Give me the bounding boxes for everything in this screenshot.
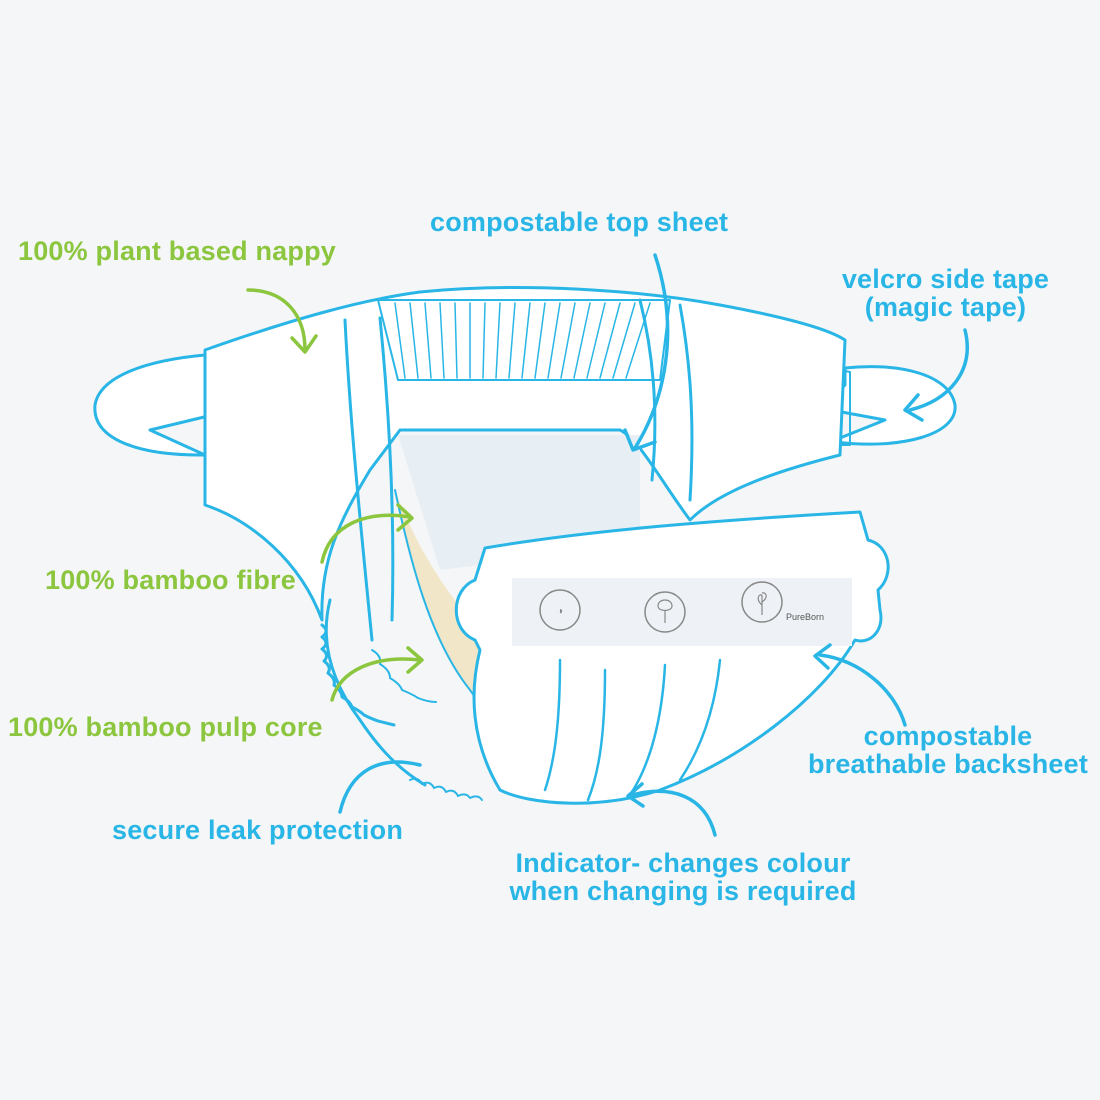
label-indicator: Indicator- changes colour when changing … xyxy=(505,849,861,905)
label-leak-protection: secure leak protection xyxy=(112,816,403,844)
label-indicator-line2: when changing is required xyxy=(505,877,861,905)
label-backsheet-line2: breathable backsheet xyxy=(800,750,1096,778)
label-velcro-line2: (magic tape) xyxy=(828,293,1063,321)
label-plant-based: 100% plant based nappy xyxy=(18,237,336,265)
indicator-arrow xyxy=(632,791,715,835)
label-top-sheet: compostable top sheet xyxy=(430,208,728,236)
label-bamboo-pulp: 100% bamboo pulp core xyxy=(8,713,323,741)
leak-arrow xyxy=(340,762,420,812)
label-indicator-line1: Indicator- changes colour xyxy=(505,849,861,877)
label-backsheet: compostable breathable backsheet xyxy=(800,722,1096,778)
label-velcro-line1: velcro side tape xyxy=(828,265,1063,293)
brand-mark: PureBorn xyxy=(786,612,824,622)
bamboo-pulp-arrow xyxy=(332,659,420,700)
svg-text:◑: ◑ xyxy=(557,606,563,617)
label-bamboo-fibre: 100% bamboo fibre xyxy=(45,566,296,594)
leak-guard-ruffle xyxy=(322,625,394,725)
label-backsheet-line1: compostable xyxy=(800,722,1096,750)
label-velcro: velcro side tape (magic tape) xyxy=(828,265,1063,321)
